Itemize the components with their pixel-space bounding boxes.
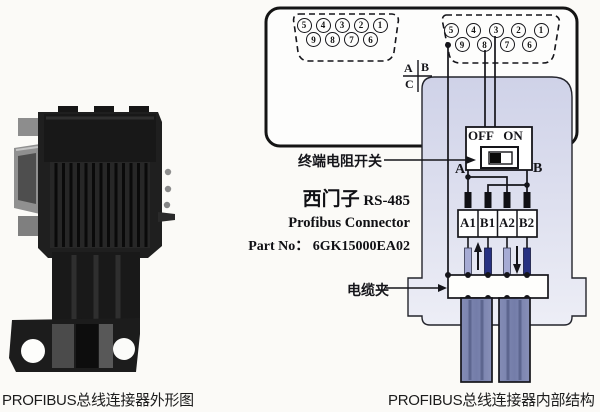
cable-texture [468,300,522,380]
screw-hole [113,338,135,360]
product-info-block: 西门子 RS-485 Profibus Connector Part No： 6… [246,184,410,255]
neck-grooves [71,255,121,320]
dsub-highlight [15,146,39,151]
terminal-a1: A1 [460,215,476,230]
side-latch [158,212,175,222]
bus-cables [460,297,531,383]
body-top-tab [94,106,114,116]
resistor [464,192,472,208]
resistor [523,192,531,208]
pin-1: 1 [372,17,388,33]
caption-left: PROFIBUS总线连接器外形图 [2,392,194,409]
pin-4: 4 [466,22,481,38]
switch-off-label: OFF [468,128,494,143]
corner-marker-cross [403,60,432,92]
wire-core-dark [523,247,531,276]
node-a-label: A [455,162,466,177]
shield-junction-dot [445,42,451,48]
termination-resistors [464,192,531,208]
part-number-label: Part No： [248,239,310,254]
bus-cable-out [498,297,531,383]
pin-8: 8 [325,32,340,47]
pin-1: 1 [533,22,549,38]
pin-5: 5 [443,22,459,38]
label-arrows [384,156,476,292]
standard-name: RS-485 [363,193,410,209]
circuit-board [407,76,587,326]
terminal-b1: B1 [479,215,496,230]
resistor [503,192,511,208]
wire-core-pale [503,247,511,276]
dsub-face-outline-left [292,13,400,62]
bus-cable-in [460,297,493,383]
part-number-line: Part No： 6GK15000EA02 [246,235,410,255]
marker-a: A [404,61,413,75]
screw-hole [21,339,45,363]
internal-structure-schematic [264,6,587,383]
switch-on-label: ON [503,128,523,143]
marker-c: C [405,77,414,91]
pin-6: 6 [522,37,537,52]
pin-9: 9 [306,32,321,47]
signal-direction-arrows [474,242,521,274]
resistor [484,192,492,208]
part-number-value: 6GK15000EA02 [312,239,410,254]
dsub-bottom-tab [18,216,40,236]
marker-b: B [421,60,430,74]
pin-6: 6 [363,32,378,47]
terminal-stubs [467,237,528,249]
side-pin [163,201,171,209]
dsub-plug-face [18,153,36,204]
side-pin [164,185,172,193]
pin-3: 3 [334,17,350,33]
clamp-arrowhead [438,284,447,292]
connector-cap [44,114,156,162]
cable-slot [76,324,98,368]
cable-slot [52,324,74,368]
terminal-a2: A2 [499,215,515,230]
node-b-label: B [533,161,543,176]
pin-9: 9 [454,37,470,52]
body-top-tab [58,106,78,116]
brand-line: 西门子 RS-485 [246,184,410,211]
incoming-arrowhead-up [474,242,482,252]
pin-7: 7 [499,37,515,52]
pin-7: 7 [344,32,359,47]
rib-lines [54,163,148,247]
terminal-b2: B2 [518,215,535,230]
product-name: Profibus Connector [288,215,410,231]
cable-clamp-label: 电缆夹 [347,284,389,299]
cable-slot [99,324,113,368]
a-junction-dot [465,174,471,180]
outgoing-arrowhead-down [513,264,521,274]
terminal-dividers [477,210,518,237]
body-top-tab [129,106,149,116]
connector-photo [9,106,175,372]
pin-3: 3 [488,22,504,38]
dsub-top-tab [18,118,40,136]
a-branch-wire [468,176,508,192]
termination-switch-label: 终端电阻开关 [298,155,382,170]
pin-4: 4 [315,17,331,33]
b-junction-dot [524,182,530,188]
caption-right: PROFIBUS总线连接器内部结构 [388,392,595,409]
b-branch-wire [487,184,527,192]
pin-8: 8 [477,37,492,52]
wire-core-dark [484,247,492,276]
cable-clamp-bar [447,274,549,299]
side-pin [164,168,172,176]
wire-core-pale [464,247,472,276]
termination-arrowhead [466,156,476,164]
brand-name: 西门子 [302,189,360,210]
dsub-face-outline-right [441,14,561,64]
switch-slider-knob [490,153,501,163]
pin-5: 5 [296,17,312,33]
pin-2: 2 [353,17,369,33]
pin-2: 2 [511,22,526,38]
